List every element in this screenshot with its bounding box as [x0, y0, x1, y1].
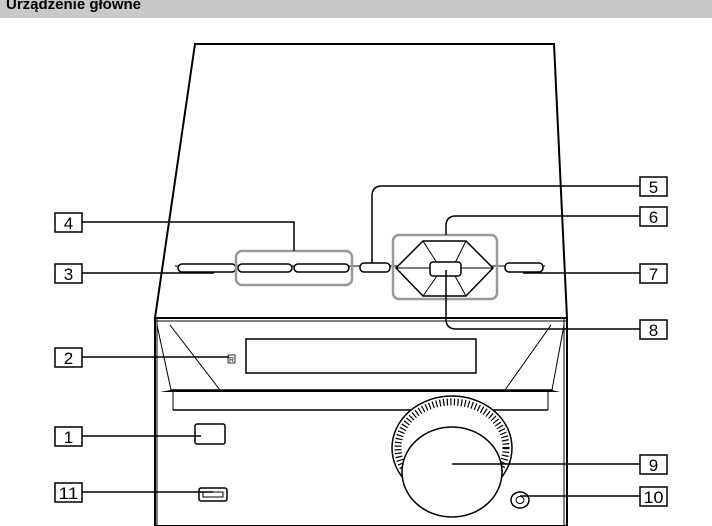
- button-small: [359, 262, 391, 273]
- button-left: [177, 263, 237, 273]
- callout-9: 9: [639, 454, 668, 475]
- button-right: [504, 262, 544, 273]
- power-button: [194, 423, 226, 445]
- svg-text:5: 5: [649, 178, 658, 197]
- highlight-box-6: [391, 233, 499, 301]
- button-mid-right: [293, 263, 350, 273]
- svg-text:3: 3: [64, 265, 73, 284]
- section-header: Urządzenie główne: [0, 0, 712, 18]
- svg-text:1: 1: [64, 428, 73, 447]
- svg-text:11: 11: [59, 484, 79, 503]
- svg-text:6: 6: [649, 208, 658, 227]
- callout-8: 8: [639, 319, 668, 340]
- callout-5: 5: [639, 176, 668, 197]
- callout-4: 4: [54, 212, 83, 233]
- svg-text:10: 10: [644, 488, 664, 507]
- svg-text:9: 9: [649, 456, 658, 475]
- callout-2: 2: [54, 347, 83, 368]
- callout-1: 1: [54, 426, 83, 447]
- svg-text:4: 4: [64, 214, 73, 233]
- volume-knob-face: [401, 426, 503, 518]
- callout-7: 7: [639, 263, 668, 284]
- ir-sensor-mark: R: [229, 357, 234, 364]
- volume-knob-ridges: [394, 398, 510, 498]
- callout-6: 6: [639, 206, 668, 227]
- button-mid-left: [237, 263, 293, 273]
- display-window: [245, 338, 477, 374]
- callout-10: 10: [639, 486, 668, 507]
- svg-text:2: 2: [64, 349, 73, 368]
- svg-text:8: 8: [649, 321, 658, 340]
- leader-lines: [82, 185, 640, 497]
- section-title: Urządzenie główne: [6, 0, 142, 13]
- ir-sensor: [227, 354, 236, 364]
- callout-3: 3: [54, 263, 83, 284]
- svg-text:7: 7: [649, 265, 658, 284]
- device-top-panel: [153, 43, 569, 319]
- callout-11: 11: [54, 482, 83, 503]
